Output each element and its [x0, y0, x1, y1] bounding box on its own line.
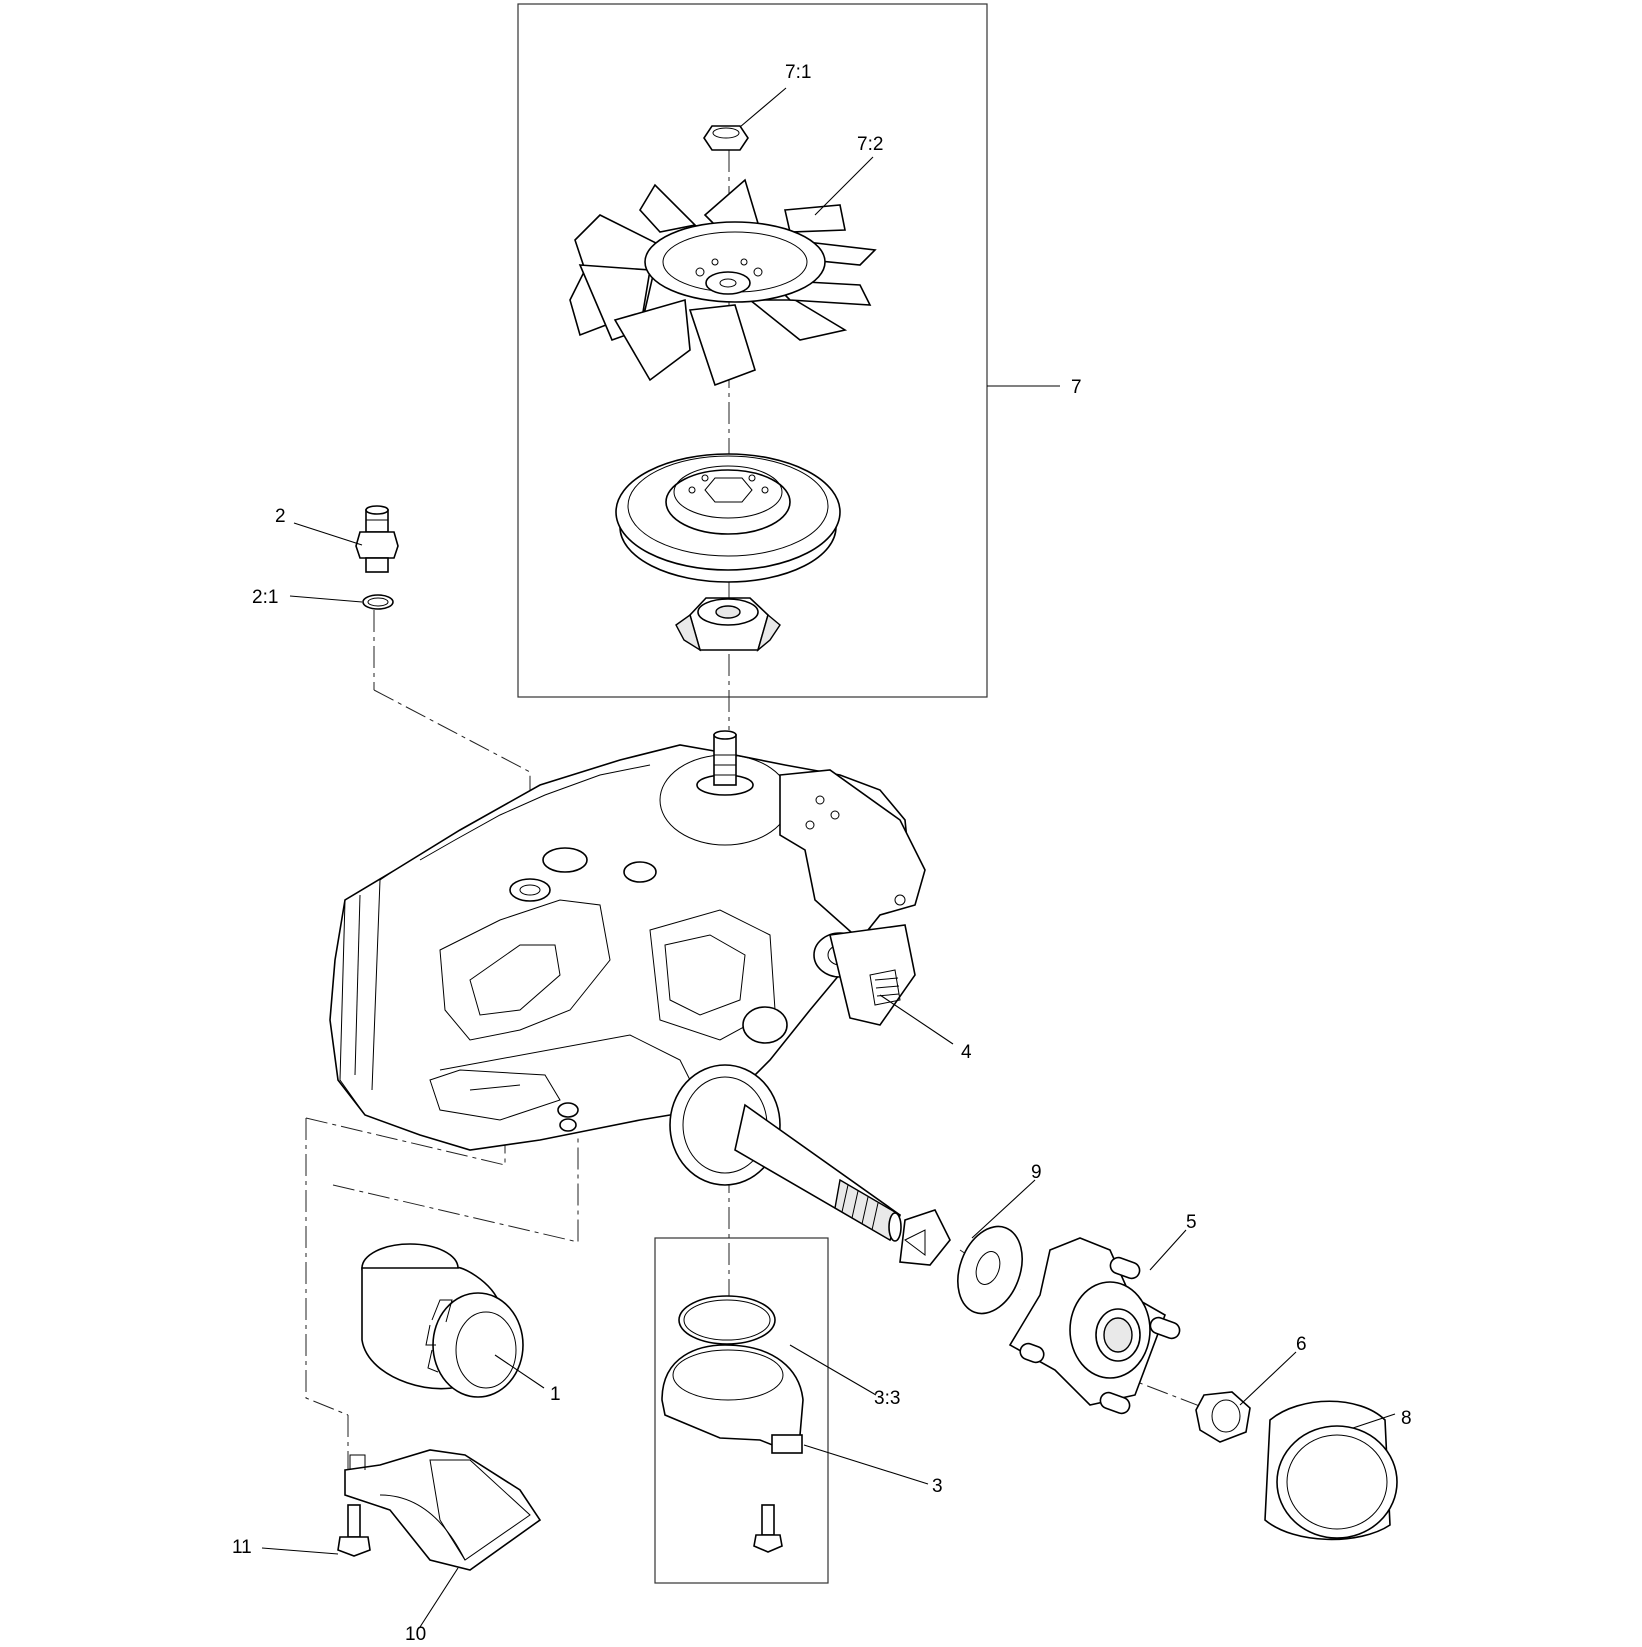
- callout-10: 10: [405, 1624, 426, 1642]
- callout-1: 1: [550, 1384, 561, 1405]
- wheel-hub: [1008, 1237, 1181, 1415]
- callout-11: 11: [232, 1537, 252, 1558]
- oil-filter: [361, 1243, 524, 1398]
- callout-4: 4: [961, 1042, 972, 1063]
- callout-3-3: 3:3: [874, 1388, 900, 1409]
- fan-pulley-kit-frame: [517, 3, 988, 698]
- callout-7-2: 7:2: [857, 134, 883, 155]
- axle-shaft: [669, 1064, 902, 1242]
- callout-7-1: 7:1: [785, 62, 811, 83]
- callout-8: 8: [1401, 1408, 1412, 1429]
- filter-guard: [661, 1344, 804, 1454]
- callout-2: 2: [275, 506, 286, 527]
- callout-labels: 7:1 7:2 7 2 2:1 4 9 5 6 8 1 3:3 3 11 10: [232, 62, 1412, 1645]
- callout-2-1: 2:1: [252, 587, 278, 608]
- bypass-fitting: [355, 505, 399, 573]
- callout-9: 9: [1031, 1162, 1042, 1183]
- callout-leaders: [261, 87, 1396, 1628]
- o-ring-small: [362, 594, 394, 610]
- cooling-fan: [569, 178, 877, 387]
- hub-cap: [1264, 1400, 1398, 1541]
- callout-7: 7: [1071, 377, 1082, 398]
- callout-5: 5: [1186, 1212, 1197, 1233]
- filter-guard-o-ring: [678, 1295, 776, 1345]
- filter-guard-kit-frame: [654, 1237, 829, 1584]
- hub-nut: [1195, 1391, 1251, 1443]
- callout-6: 6: [1296, 1334, 1307, 1355]
- bracket-bolt: [337, 1504, 371, 1557]
- axle-washer: [899, 1209, 1023, 1315]
- filter-bracket: [344, 1449, 542, 1571]
- transaxle-housing: [329, 730, 926, 1151]
- drive-pulley: [615, 453, 841, 583]
- fan-nut: [703, 125, 749, 151]
- pulley-hub: [675, 597, 781, 652]
- callout-3: 3: [932, 1476, 943, 1497]
- filter-guard-bolt: [753, 1504, 783, 1553]
